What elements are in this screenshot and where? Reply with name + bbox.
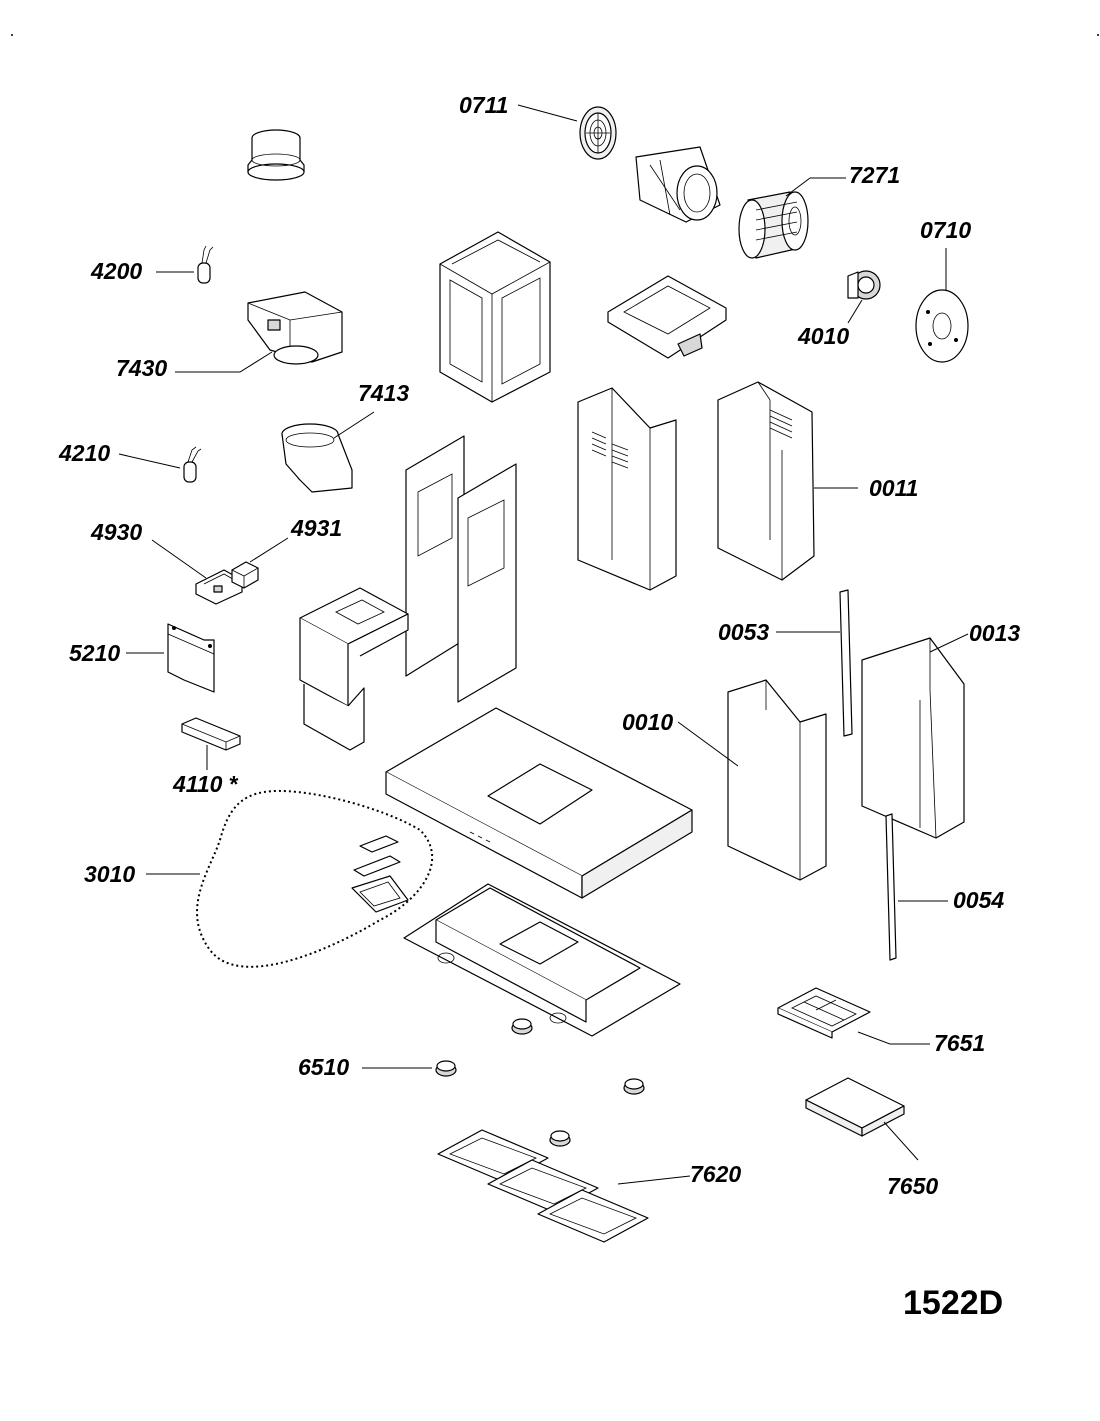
- label-0711: 0711: [459, 92, 508, 118]
- part-7650-carbon-filter: [805, 1077, 905, 1137]
- fan-housing: [635, 146, 721, 223]
- label-0013: 0013: [969, 620, 1020, 646]
- part-4210-capacitor: [183, 446, 202, 483]
- note-asterisk: *: [228, 771, 238, 797]
- round-duct-collar: [247, 129, 305, 181]
- label-0053: 0053: [718, 619, 769, 645]
- label-7413: 7413: [358, 380, 409, 406]
- label-6510: 6510: [298, 1054, 349, 1080]
- label-5210: 5210: [69, 640, 120, 666]
- label-7620: 7620: [690, 1161, 741, 1187]
- label-4931: 4931: [290, 515, 342, 541]
- part-7271-blower-wheel: [738, 191, 809, 259]
- label-7271: 7271: [849, 162, 900, 188]
- part-7651-filter-frame: [777, 987, 871, 1039]
- part-0013-lower-chimney: [861, 637, 965, 839]
- label-7650: 7650: [887, 1173, 938, 1199]
- label-0011: 0011: [869, 475, 918, 501]
- part-0053-trim-strip: [839, 589, 853, 737]
- upper-chimney-cover-left: [577, 387, 677, 591]
- chimney-support-frame: [439, 231, 551, 403]
- part-4110-transformer: [181, 717, 241, 751]
- mounting-ring-frame: [607, 275, 727, 359]
- filter-tray-assembly: [403, 883, 681, 1037]
- inner-frame-panels: [405, 435, 517, 703]
- label-7430: 7430: [116, 355, 167, 381]
- label-0710: 0710: [920, 217, 971, 243]
- label-4010: 4010: [797, 323, 849, 349]
- part-5210-electrical-box: [167, 623, 215, 693]
- label-4200: 4200: [90, 258, 142, 284]
- part-4200-capacitor: [197, 245, 214, 284]
- label-3010: 3010: [84, 861, 135, 887]
- motor-housing-box: [299, 587, 409, 751]
- part-0054-trim-strip: [885, 813, 897, 961]
- label-4110-number: 4110: [172, 771, 223, 797]
- label-4110: 4110*: [172, 771, 238, 797]
- label-4210: 4210: [58, 440, 110, 466]
- part-6510-control-knobs: [435, 1018, 645, 1147]
- part-7413-transition: [281, 423, 353, 493]
- drawing-code: 1522D: [903, 1284, 1003, 1322]
- hood-canopy: [385, 707, 693, 899]
- part-7620-grease-filters: [437, 1129, 649, 1243]
- label-4930: 4930: [90, 519, 142, 545]
- part-7430-duct-adapter: [247, 291, 343, 365]
- part-0010-lower-chimney-front: [727, 679, 827, 881]
- part-labels: 0711 7271 0710 4010 4200 7430 7413 4210 …: [58, 92, 1020, 1199]
- part-4010-motor: [847, 270, 881, 300]
- part-0011-upper-chimney: [717, 381, 815, 581]
- label-7651: 7651: [934, 1030, 985, 1056]
- part-0711-grille: [579, 106, 617, 160]
- part-3010-wiring-kit: [196, 789, 434, 968]
- part-4931-relay-box: [231, 561, 259, 589]
- label-0054: 0054: [953, 887, 1004, 913]
- part-0710-fan-plate: [915, 289, 969, 363]
- label-0010: 0010: [622, 709, 673, 735]
- corner-marks: [11, 34, 1099, 36]
